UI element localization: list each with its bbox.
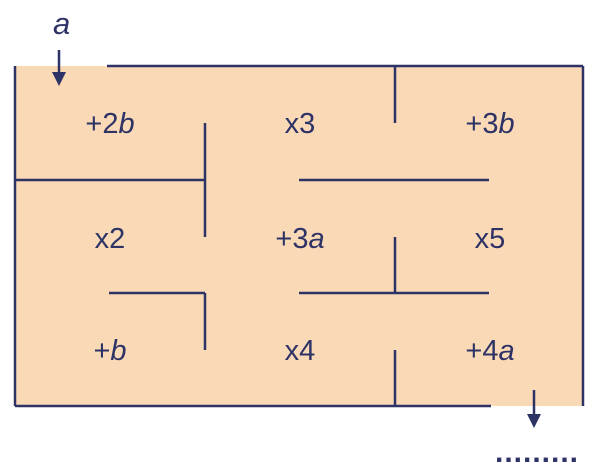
cell-operator: +3	[465, 108, 498, 140]
cell-operator: +3	[275, 223, 308, 255]
cell-operator: x3	[285, 108, 316, 140]
cell-variable: a	[308, 223, 324, 255]
cell-label: x2	[95, 223, 126, 255]
exit-dots: .........	[495, 436, 579, 468]
maze-background	[15, 66, 583, 406]
cell-operator: +	[93, 335, 110, 367]
cell-operator: +4	[465, 335, 498, 367]
cell-label: +b	[93, 335, 126, 367]
cell-label: x3	[285, 108, 316, 140]
cell-label: +3b	[465, 108, 514, 140]
cell-operator: x5	[475, 223, 506, 255]
cell-operator: +2	[85, 108, 118, 140]
entry-label: a	[53, 6, 70, 41]
cell-label: +4a	[465, 335, 514, 367]
cell-variable: b	[110, 335, 126, 367]
entry-arrow-icon	[52, 50, 66, 86]
cell-label: +2b	[85, 108, 134, 140]
cell-variable: b	[118, 108, 134, 140]
cell-operator: x4	[285, 335, 316, 367]
cell-label: x4	[285, 335, 316, 367]
cell-label: +3a	[275, 223, 324, 255]
cell-variable: a	[498, 335, 514, 367]
cell-variable: b	[498, 108, 514, 140]
cell-label: x5	[475, 223, 506, 255]
exit-arrow-icon	[527, 390, 541, 428]
cell-operator: x2	[95, 223, 126, 255]
